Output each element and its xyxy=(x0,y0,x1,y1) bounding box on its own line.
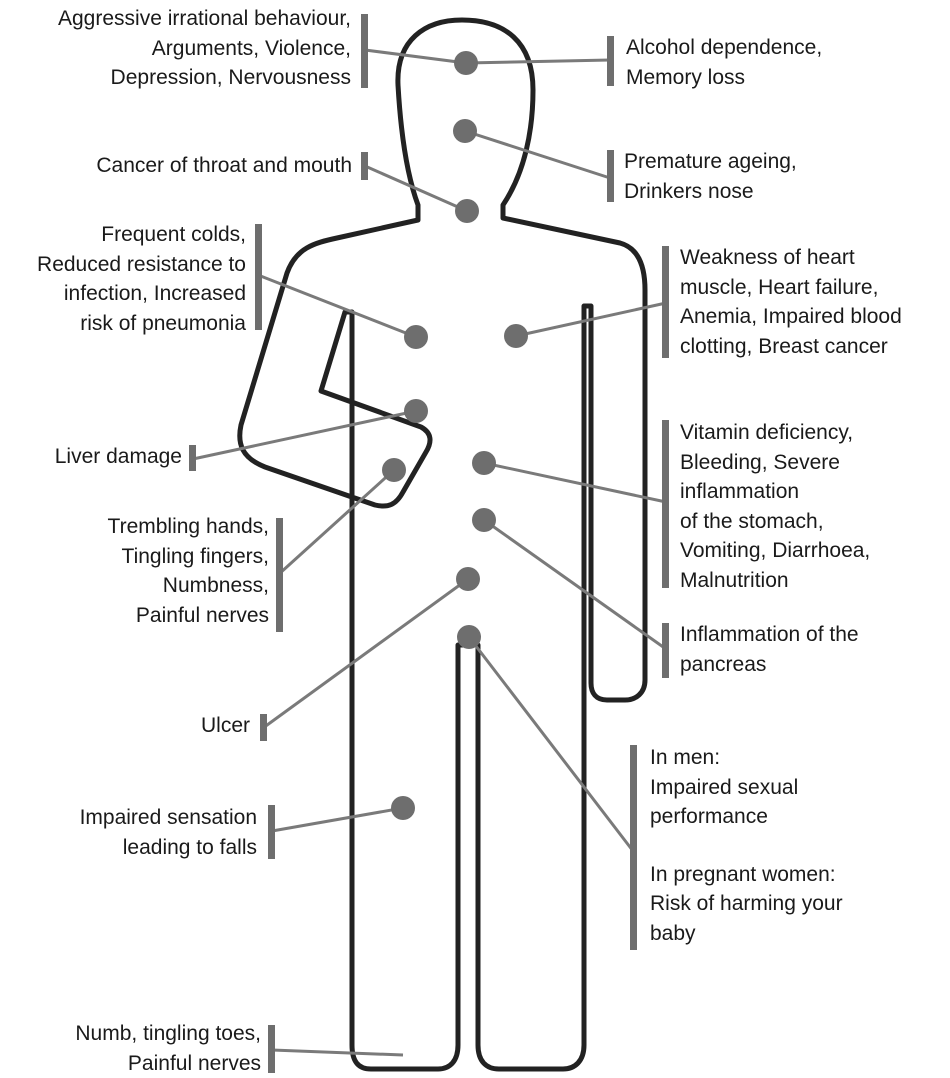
connector-legs xyxy=(272,808,403,831)
dot-pancreas xyxy=(472,508,496,532)
connector-ulcer xyxy=(263,579,468,728)
dot-hand xyxy=(382,458,406,482)
label-ulcer: Ulcer xyxy=(201,711,250,741)
connector-hands xyxy=(279,470,394,574)
dot-throat xyxy=(455,199,479,223)
bracket-liver xyxy=(189,445,196,471)
label-men: In men: Impaired sexual performance xyxy=(650,743,843,832)
label-throat: Cancer of throat and mouth xyxy=(96,151,352,181)
dot-nose xyxy=(453,119,477,143)
label-lungs: Frequent colds, Reduced resistance to in… xyxy=(37,220,246,338)
label-line: Depression, Nervousness xyxy=(58,63,351,93)
label-line: clotting, Breast cancer xyxy=(680,332,902,362)
bracket-hands xyxy=(276,518,283,632)
connector-head-left xyxy=(365,50,466,63)
label-line: Risk of harming your xyxy=(650,889,843,919)
bracket-pancreas xyxy=(662,623,669,678)
label-line: Ulcer xyxy=(201,711,250,741)
label-nose: Premature ageing, Drinkers nose xyxy=(624,147,797,206)
dot-ulcer xyxy=(456,567,480,591)
label-line: Premature ageing, xyxy=(624,147,797,177)
bracket-heart xyxy=(662,246,669,358)
label-line: risk of pneumonia xyxy=(37,309,246,339)
bracket-ulcer xyxy=(260,714,267,741)
label-line: leading to falls xyxy=(80,833,257,863)
label-toes: Numb, tingling toes, Painful nerves xyxy=(75,1019,261,1078)
connector-sexual xyxy=(469,637,633,851)
label-stomach: Vitamin deficiency, Bleeding, Severe inf… xyxy=(680,418,870,595)
bracket-legs xyxy=(268,805,275,859)
bracket-head-right xyxy=(607,36,614,86)
label-line: Liver damage xyxy=(55,442,182,472)
dot-groin xyxy=(457,625,481,649)
connector-lungs xyxy=(258,275,416,337)
bracket-throat xyxy=(361,152,368,180)
label-line: Anemia, Impaired blood xyxy=(680,302,902,332)
connector-nose xyxy=(465,131,610,178)
connector-pancreas xyxy=(484,520,666,649)
label-pancreas: Inflammation of the pancreas xyxy=(680,620,859,679)
label-head-left: Aggressive irrational behaviour, Argumen… xyxy=(58,4,351,93)
label-line: Drinkers nose xyxy=(624,177,797,207)
label-line: Weakness of heart xyxy=(680,243,902,273)
label-line: In men: xyxy=(650,743,843,773)
label-line: Arguments, Violence, xyxy=(58,34,351,64)
bracket-head-left xyxy=(361,14,368,88)
label-line: Aggressive irrational behaviour, xyxy=(58,4,351,34)
label-line: infection, Increased xyxy=(37,279,246,309)
label-line: Memory loss xyxy=(626,63,822,93)
label-liver: Liver damage xyxy=(55,442,182,472)
label-line: Vitamin deficiency, xyxy=(680,418,870,448)
label-line: performance xyxy=(650,802,843,832)
label-line: Alcohol dependence, xyxy=(626,33,822,63)
label-line: Bleeding, Severe xyxy=(680,448,870,478)
label-line: In pregnant women: xyxy=(650,860,843,890)
bracket-nose xyxy=(607,150,614,202)
bracket-sexual xyxy=(630,745,637,950)
bracket-toes xyxy=(268,1025,275,1073)
label-line: Trembling hands, xyxy=(108,512,269,542)
label-women: In pregnant women: Risk of harming your … xyxy=(650,860,843,949)
dot-stomach xyxy=(472,451,496,475)
dot-heart xyxy=(504,324,528,348)
label-line: Reduced resistance to xyxy=(37,250,246,280)
bracket-stomach xyxy=(662,420,669,588)
connector-liver xyxy=(193,411,416,459)
label-line: Frequent colds, xyxy=(37,220,246,250)
spacer xyxy=(650,832,843,860)
label-line: Numbness, xyxy=(108,571,269,601)
label-line: Vomiting, Diarrhoea, xyxy=(680,536,870,566)
label-line: baby xyxy=(650,919,843,949)
label-line: pancreas xyxy=(680,650,859,680)
dot-leg xyxy=(391,796,415,820)
label-line: inflammation xyxy=(680,477,870,507)
label-line: Inflammation of the xyxy=(680,620,859,650)
label-hands: Trembling hands, Tingling fingers, Numbn… xyxy=(108,512,269,630)
label-head-right: Alcohol dependence, Memory loss xyxy=(626,33,822,92)
label-line: Cancer of throat and mouth xyxy=(96,151,352,181)
label-line: Malnutrition xyxy=(680,566,870,596)
label-line: Impaired sensation xyxy=(80,803,257,833)
label-heart: Weakness of heart muscle, Heart failure,… xyxy=(680,243,902,361)
label-line: Numb, tingling toes, xyxy=(75,1019,261,1049)
label-line: muscle, Heart failure, xyxy=(680,273,902,303)
organ-dots xyxy=(382,51,528,820)
label-line: of the stomach, xyxy=(680,507,870,537)
label-legs: Impaired sensation leading to falls xyxy=(80,803,257,862)
connector-toes xyxy=(272,1050,403,1055)
dot-lung xyxy=(404,325,428,349)
dot-brain xyxy=(454,51,478,75)
label-line: Impaired sexual xyxy=(650,773,843,803)
connector-stomach xyxy=(484,463,666,502)
label-line: Tingling fingers, xyxy=(108,542,269,572)
dot-liver xyxy=(404,399,428,423)
connector-head-right xyxy=(466,60,610,63)
bracket-lungs xyxy=(255,224,262,330)
label-line: Painful nerves xyxy=(108,601,269,631)
label-sexual-effects: In men: Impaired sexual performance In p… xyxy=(650,743,843,948)
